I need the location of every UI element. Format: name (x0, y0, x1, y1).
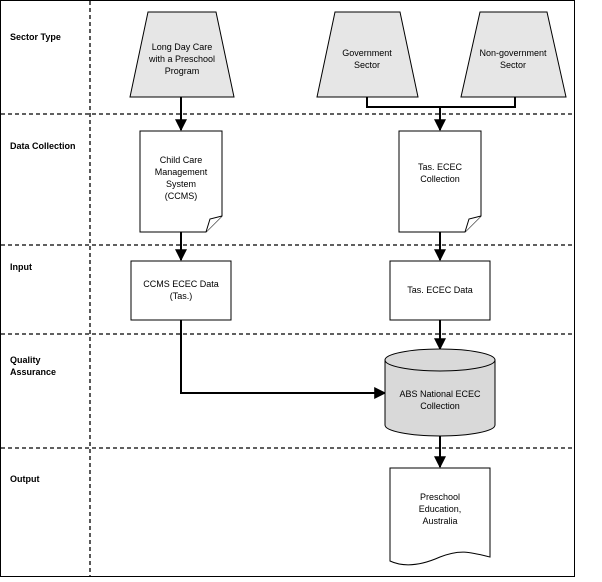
label-line: CCMS ECEC Data (143, 279, 219, 289)
ccms-document-fold (205, 215, 223, 233)
connectors (175, 97, 516, 469)
label-line: Preschool (420, 492, 460, 502)
label-line: ABS National ECEC (399, 389, 481, 399)
lane-label-input: Input (10, 262, 32, 272)
non-government-sector-shape (460, 11, 567, 98)
tas-data-box (389, 260, 491, 321)
label-line: Input (10, 262, 32, 272)
label-line: Sector (500, 60, 526, 70)
label-line: (CCMS) (165, 191, 198, 201)
label-line: Long Day Care (152, 42, 213, 52)
tas-collection-document-fold (464, 215, 482, 233)
ccms-data-box (130, 260, 232, 321)
label-line: Collection (420, 174, 460, 184)
arrow-ccms-data-to-abs (180, 320, 387, 399)
label-line: Collection (420, 401, 460, 411)
government-sector-shape (316, 11, 419, 98)
diagram-frame (0, 0, 575, 577)
label-line: System (166, 179, 196, 189)
tas-collection-label: Tas. ECEC Collection (418, 162, 463, 184)
abs-collection-cylinder-top (384, 348, 496, 372)
label-line: Quality (10, 355, 41, 365)
preschool-output-document-shape (389, 467, 491, 566)
connector-sectors-join (366, 97, 516, 108)
label-line: Assurance (10, 367, 56, 377)
abs-collection-cylinder-body (384, 360, 496, 437)
ccms-data-label: CCMS ECEC Data (Tas.) (143, 279, 219, 301)
lane-label-data-collection: Data Collection (10, 141, 76, 151)
label-line: Sector (354, 60, 380, 70)
label-line: Program (165, 66, 200, 76)
lane-label-output: Output (10, 474, 40, 484)
label-line: with a Preschool (148, 54, 215, 64)
label-line: Output (10, 474, 40, 484)
label-line: (Tas.) (170, 291, 193, 301)
abs-collection-label: ABS National ECEC Collection (399, 389, 481, 411)
label-line: Sector Type (10, 32, 61, 42)
label-line: Tas. ECEC (418, 162, 463, 172)
tas-data-label: Tas. ECEC Data (407, 285, 473, 295)
label-line: Non-government (479, 48, 547, 58)
label-line: Education, (419, 504, 462, 514)
long-day-care-shape (129, 11, 235, 98)
label-line: Government (342, 48, 392, 58)
label-line: Tas. ECEC Data (407, 285, 473, 295)
label-line: Management (155, 167, 208, 177)
label-line: Data Collection (10, 141, 76, 151)
lane-label-sector-type: Sector Type (10, 32, 61, 42)
label-line: Child Care (160, 155, 203, 165)
label-line: Australia (422, 516, 457, 526)
